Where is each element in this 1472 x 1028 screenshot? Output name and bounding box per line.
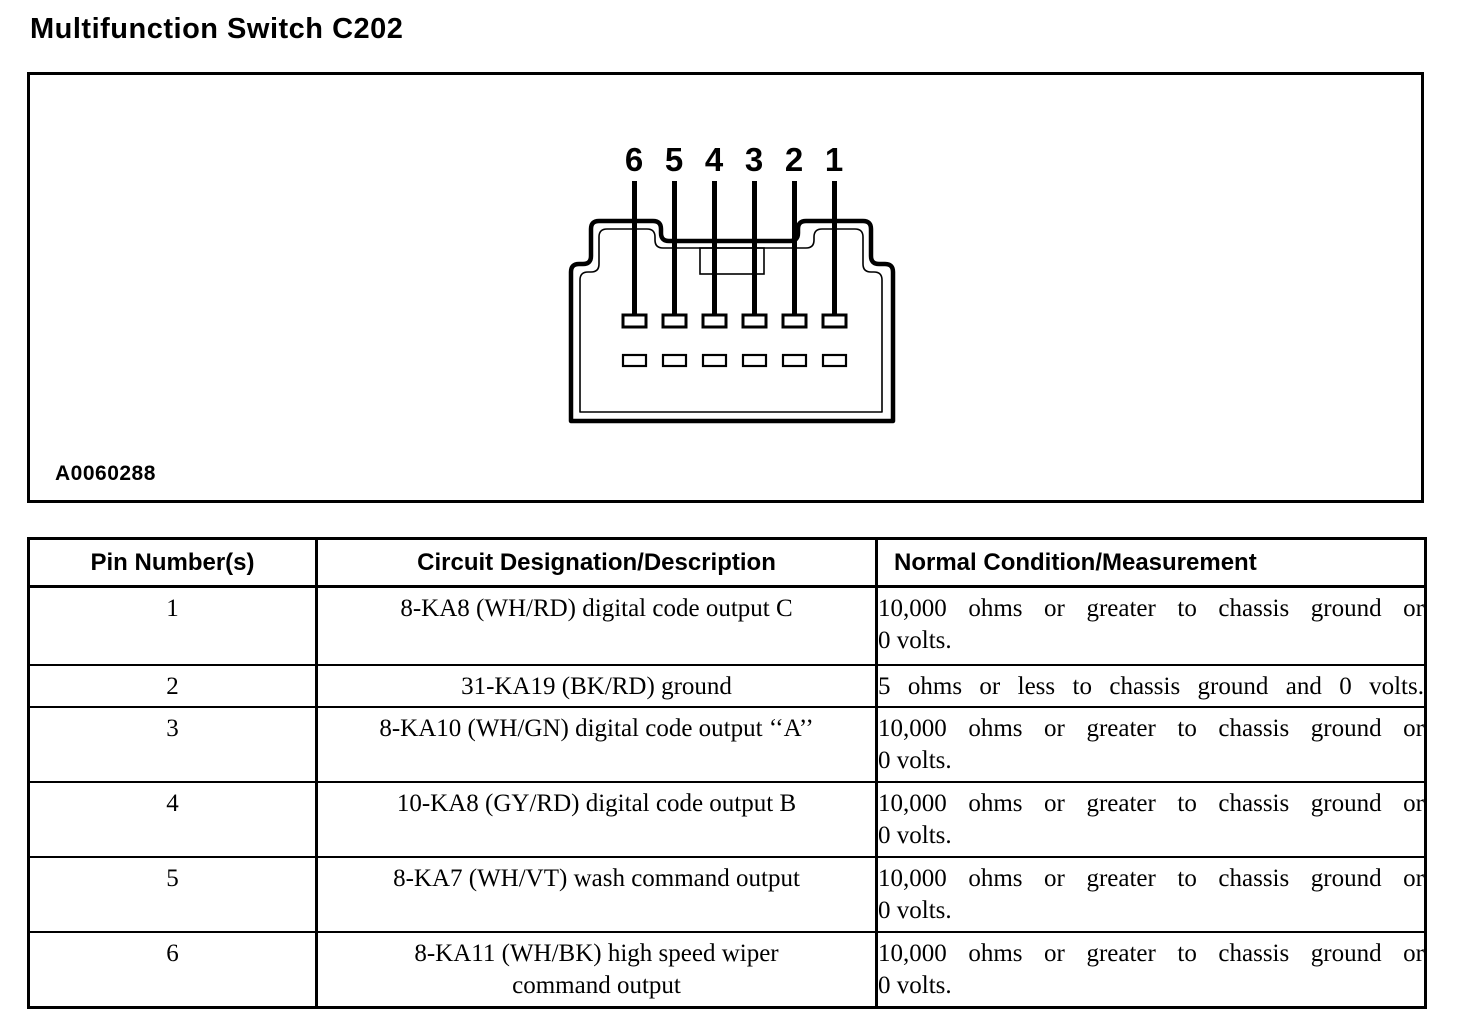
circuit-line: 8-KA11 (WH/BK) high speed wiper [414,940,779,967]
pin-terminal-top [701,313,728,329]
connector-key [699,247,765,275]
connector-diagram-panel: 6 5 4 3 2 1 A0060288 [27,72,1424,503]
measurement-line: 10,000 ohms or greater to chassis ground… [878,790,1424,817]
pin-terminal-top [781,313,808,329]
pin-terminal-bottom [821,353,848,368]
circuit-cell: 31-KA19 (BK/RD) ground [315,664,878,708]
column-header-measurement: Normal Condition/Measurement [875,537,1427,588]
connector-outer-outline [568,218,896,424]
measurement-line: 0 volts. [878,972,952,999]
pin-number-label: 5 [664,141,684,178]
table-row: 6 8-KA11 (WH/BK) high speed wiper comman… [27,931,1427,1009]
table-header-row: Pin Number(s) Circuit Designation/Descri… [27,537,1427,588]
table-row: 2 31-KA19 (BK/RD) ground 5 ohms or less … [27,664,1427,708]
measurement-line: 10,000 ohms or greater to chassis ground… [878,715,1424,742]
measurement-line: 10,000 ohms or greater to chassis ground… [878,865,1424,892]
circuit-cell: 8-KA7 (WH/VT) wash command output [315,856,878,933]
pin-number-label: 6 [624,141,644,178]
column-header-circuit: Circuit Designation/Description [315,537,878,588]
pin-cell: 5 [27,856,318,933]
pin-terminal-bottom [781,353,808,368]
measurement-cell: 10,000 ohms or greater to chassis ground… [875,585,1427,666]
circuit-cell: 10-KA8 (GY/RD) digital code output B [315,781,878,858]
pin-cell: 2 [27,664,318,708]
pin-terminal-top [741,313,768,329]
circuit-line: 31-KA19 (BK/RD) ground [461,673,732,700]
measurement-cell: 10,000 ohms or greater to chassis ground… [875,706,1427,783]
measurement-line: 5 ohms or less to chassis ground and 0 v… [878,673,1424,700]
circuit-cell: 8-KA8 (WH/RD) digital code output C [315,585,878,666]
pin-terminal-top [661,313,688,329]
pin-terminal-bottom [741,353,768,368]
page-title: Multifunction Switch C202 [30,13,404,45]
circuit-line: 8-KA10 (WH/GN) digital code output ‘‘A’’ [379,715,814,742]
pin-terminal-bottom [661,353,688,368]
measurement-cell: 10,000 ohms or greater to chassis ground… [875,856,1427,933]
pin-terminal-bottom [701,353,728,368]
pin-cell: 3 [27,706,318,783]
table-row: 1 8-KA8 (WH/RD) digital code output C 10… [27,585,1427,666]
column-header-pin: Pin Number(s) [27,537,318,588]
table-row: 4 10-KA8 (GY/RD) digital code output B 1… [27,781,1427,858]
pin-terminal-top [621,313,648,329]
measurement-line: 0 volts. [878,897,952,924]
circuit-cell: 8-KA11 (WH/BK) high speed wiper command … [315,931,878,1009]
measurement-line: 10,000 ohms or greater to chassis ground… [878,940,1424,967]
pin-cell: 1 [27,585,318,666]
pin-terminal-bottom [621,353,648,368]
pin-terminal-top [821,313,848,329]
pin-number-label: 1 [824,141,844,178]
pin-cell: 6 [27,931,318,1009]
figure-id: A0060288 [55,462,156,485]
pin-number-label: 2 [784,141,804,178]
circuit-cell: 8-KA10 (WH/GN) digital code output ‘‘A’’ [315,706,878,783]
pin-number-label: 3 [744,141,764,178]
measurement-line: 10,000 ohms or greater to chassis ground… [878,595,1424,622]
connector-inner-outline [579,228,883,413]
table-row: 3 8-KA10 (WH/GN) digital code output ‘‘A… [27,706,1427,783]
pinout-table: Pin Number(s) Circuit Designation/Descri… [27,537,1427,1009]
pin-cell: 4 [27,781,318,858]
measurement-cell: 5 ohms or less to chassis ground and 0 v… [875,664,1427,708]
circuit-line: 10-KA8 (GY/RD) digital code output B [396,790,797,817]
measurement-line: 0 volts. [878,822,952,849]
circuit-line: 8-KA7 (WH/VT) wash command output [393,865,800,892]
circuit-line: 8-KA8 (WH/RD) digital code output C [400,595,793,622]
pin-number-label: 4 [704,141,724,178]
circuit-line: command output [512,972,681,999]
measurement-cell: 10,000 ohms or greater to chassis ground… [875,781,1427,858]
table-row: 5 8-KA7 (WH/VT) wash command output 10,0… [27,856,1427,933]
measurement-line: 0 volts. [878,747,952,774]
measurement-cell: 10,000 ohms or greater to chassis ground… [875,931,1427,1009]
measurement-line: 0 volts. [878,627,952,654]
connector-diagram [568,181,896,424]
